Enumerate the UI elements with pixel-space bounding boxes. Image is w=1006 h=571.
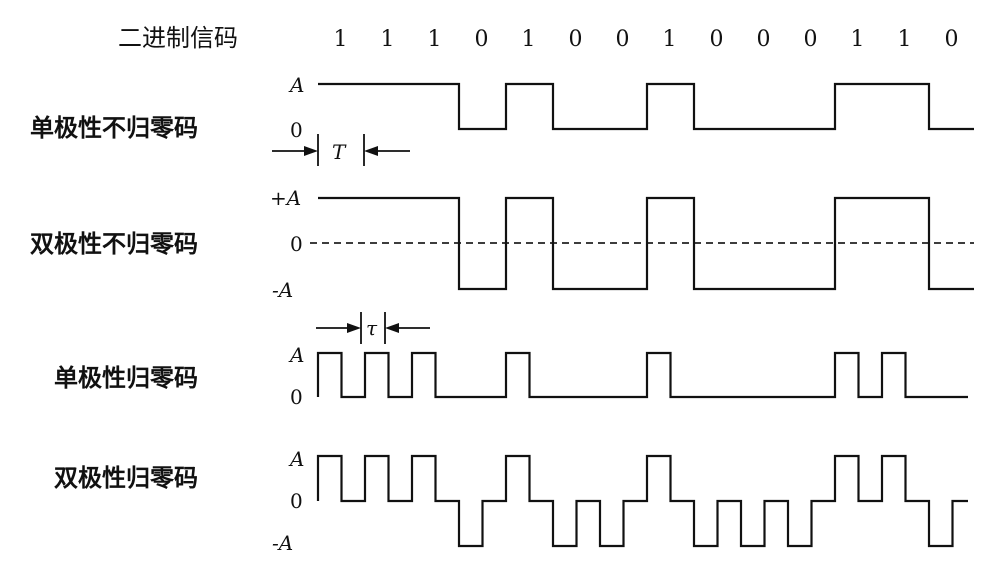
level-minus-a-label: -A	[272, 531, 293, 555]
level-plus-a-label: +A	[270, 186, 301, 210]
bit-label: 1	[851, 27, 865, 52]
bit-label: 0	[710, 27, 724, 52]
waveform-bipolar-nrz	[318, 196, 974, 291]
pulse-width-dimension-marker: τ	[316, 312, 430, 344]
pulse-width-label: τ	[366, 316, 378, 340]
bit-label: 1	[898, 27, 912, 52]
bit-label: 0	[945, 27, 959, 52]
bit-label: 1	[381, 27, 395, 52]
bit-label: 0	[475, 27, 489, 52]
period-label: T	[332, 140, 347, 164]
level-zero-label: 0	[290, 118, 303, 142]
waveform-unipolar-nrz	[318, 82, 974, 131]
bit-label: 1	[428, 27, 442, 52]
level-zero-label: 0	[290, 232, 303, 256]
bit-label: 1	[522, 27, 536, 52]
bit-label: 0	[804, 27, 818, 52]
bit-label: 0	[616, 27, 630, 52]
row-label-unipolar-nrz: 单极性不归零码	[30, 114, 198, 142]
bit-sequence: 1 1 1 0 1 0 0 1 0 0 0 1 1 0	[334, 27, 959, 52]
row-label-bipolar-nrz: 双极性不归零码	[30, 230, 198, 258]
row-label-unipolar-rz: 单极性归零码	[54, 364, 198, 392]
level-high-label: A	[288, 447, 304, 471]
binary-code-title: 二进制信码	[118, 24, 238, 52]
level-high-label: A	[288, 343, 304, 367]
level-zero-label: 0	[290, 489, 303, 513]
bit-label: 1	[334, 27, 348, 52]
level-zero-label: 0	[290, 385, 303, 409]
row-label-bipolar-rz: 双极性归零码	[54, 464, 198, 492]
level-high-label: A	[288, 73, 304, 97]
waveform-unipolar-rz	[316, 351, 968, 399]
waveform-bipolar-rz	[316, 454, 968, 548]
bit-label: 1	[663, 27, 677, 52]
level-minus-a-label: -A	[272, 278, 293, 302]
period-dimension-marker: T	[272, 134, 410, 166]
bit-label: 0	[569, 27, 583, 52]
bit-label: 0	[757, 27, 771, 52]
